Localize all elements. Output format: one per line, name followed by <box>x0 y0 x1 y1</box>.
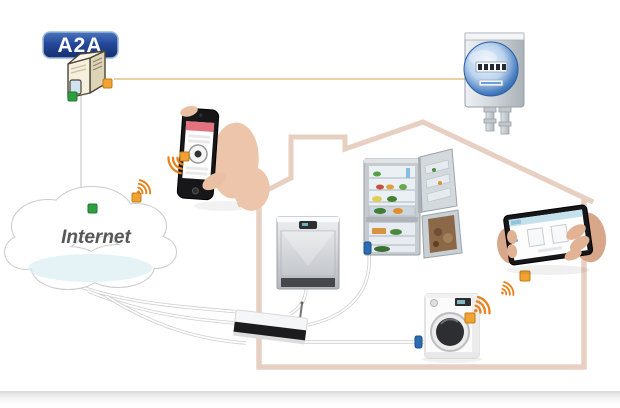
finger <box>506 244 518 259</box>
tablet-in-hand <box>497 204 607 275</box>
router-front-panel <box>233 321 307 342</box>
green-marker-server <box>67 91 78 102</box>
dishwasher-door <box>280 230 336 277</box>
fridge-crisper <box>368 205 416 217</box>
house-roof <box>236 119 595 208</box>
internet-cloud: Internet <box>4 186 177 290</box>
dishwasher <box>276 216 340 290</box>
cloud-bottom-tint <box>28 254 152 282</box>
wifi-signal-icon <box>495 279 517 302</box>
finger <box>180 105 198 117</box>
orange-marker-tablet <box>519 270 531 282</box>
internet-label: Internet <box>61 227 131 248</box>
tablet-app-header <box>508 209 583 227</box>
dishwasher-kickplate <box>281 278 335 287</box>
finger <box>569 235 590 252</box>
orange-marker-server <box>102 78 113 89</box>
a2a-server-icon <box>67 50 106 99</box>
washing-machine <box>422 293 482 363</box>
smart-meter <box>463 32 525 135</box>
wifi-router <box>233 301 308 345</box>
orange-marker-cloud <box>131 192 142 203</box>
orange-marker-phone <box>179 151 190 162</box>
tablet-app-panel <box>550 223 569 244</box>
house-outline <box>236 119 595 370</box>
meter-lid <box>464 32 525 41</box>
orange-marker-washer <box>464 312 476 324</box>
phone-app-header <box>185 121 215 133</box>
thumb <box>564 248 582 261</box>
phone-home-button <box>191 187 199 195</box>
thumb <box>202 172 226 191</box>
smartphone-in-hand <box>176 105 270 211</box>
tablet-app-panel <box>526 227 546 248</box>
washer-knob <box>430 299 438 307</box>
meter-label-text <box>481 82 501 84</box>
finger <box>507 230 518 244</box>
refrigerator <box>363 148 463 259</box>
a2a-badge-label: A2A <box>57 34 102 57</box>
house-walls <box>256 195 587 370</box>
green-marker-cloud <box>87 203 98 214</box>
blue-marker-washer <box>414 335 423 349</box>
floor-shadow <box>0 391 620 408</box>
finger <box>566 224 586 240</box>
blue-marker-fridge <box>363 241 372 255</box>
